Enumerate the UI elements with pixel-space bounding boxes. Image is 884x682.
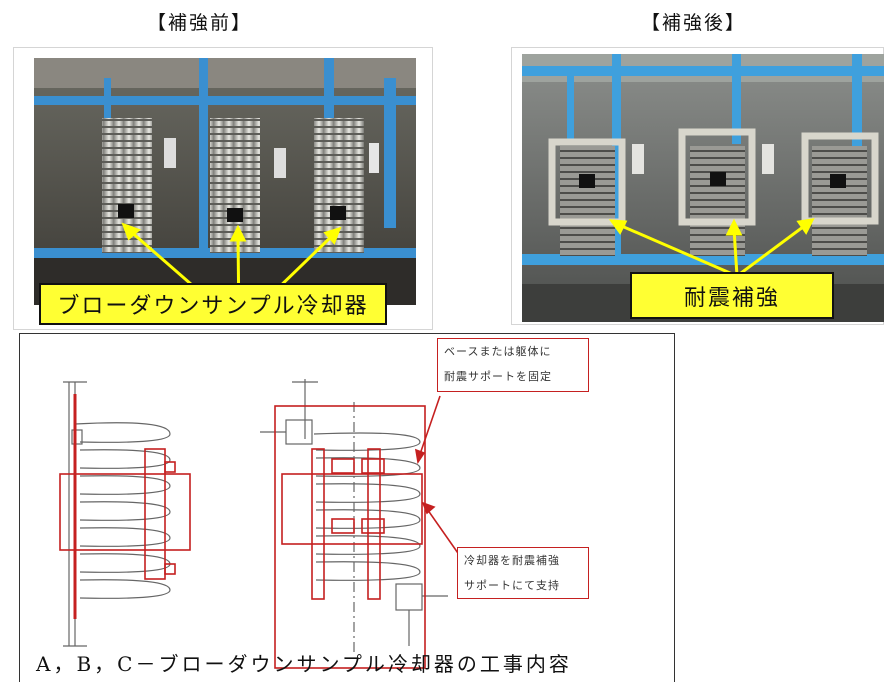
note-cooler-support-line1: 冷却器を耐震補強 xyxy=(464,554,560,567)
after-callout-label: 耐震補強 xyxy=(630,272,834,319)
drawing-title: A，B，C－ブローダウンサンプル冷却器の工事内容 xyxy=(36,652,572,676)
note-cooler-support: 冷却器を耐震補強 サポートにて支持 xyxy=(457,547,589,599)
before-caption: 【補強前】 xyxy=(147,12,253,34)
before-photo xyxy=(34,58,416,305)
note-base-fixing-line2: 耐震サポートを固定 xyxy=(444,370,552,383)
note-base-fixing: ベースまたは躯体に 耐震サポートを固定 xyxy=(437,338,589,392)
before-callout-label: ブローダウンサンプル冷却器 xyxy=(39,283,387,325)
note-base-fixing-line1: ベースまたは躯体に xyxy=(444,345,552,358)
note-cooler-support-line2: サポートにて支持 xyxy=(464,579,560,592)
after-caption: 【補強後】 xyxy=(641,12,747,34)
